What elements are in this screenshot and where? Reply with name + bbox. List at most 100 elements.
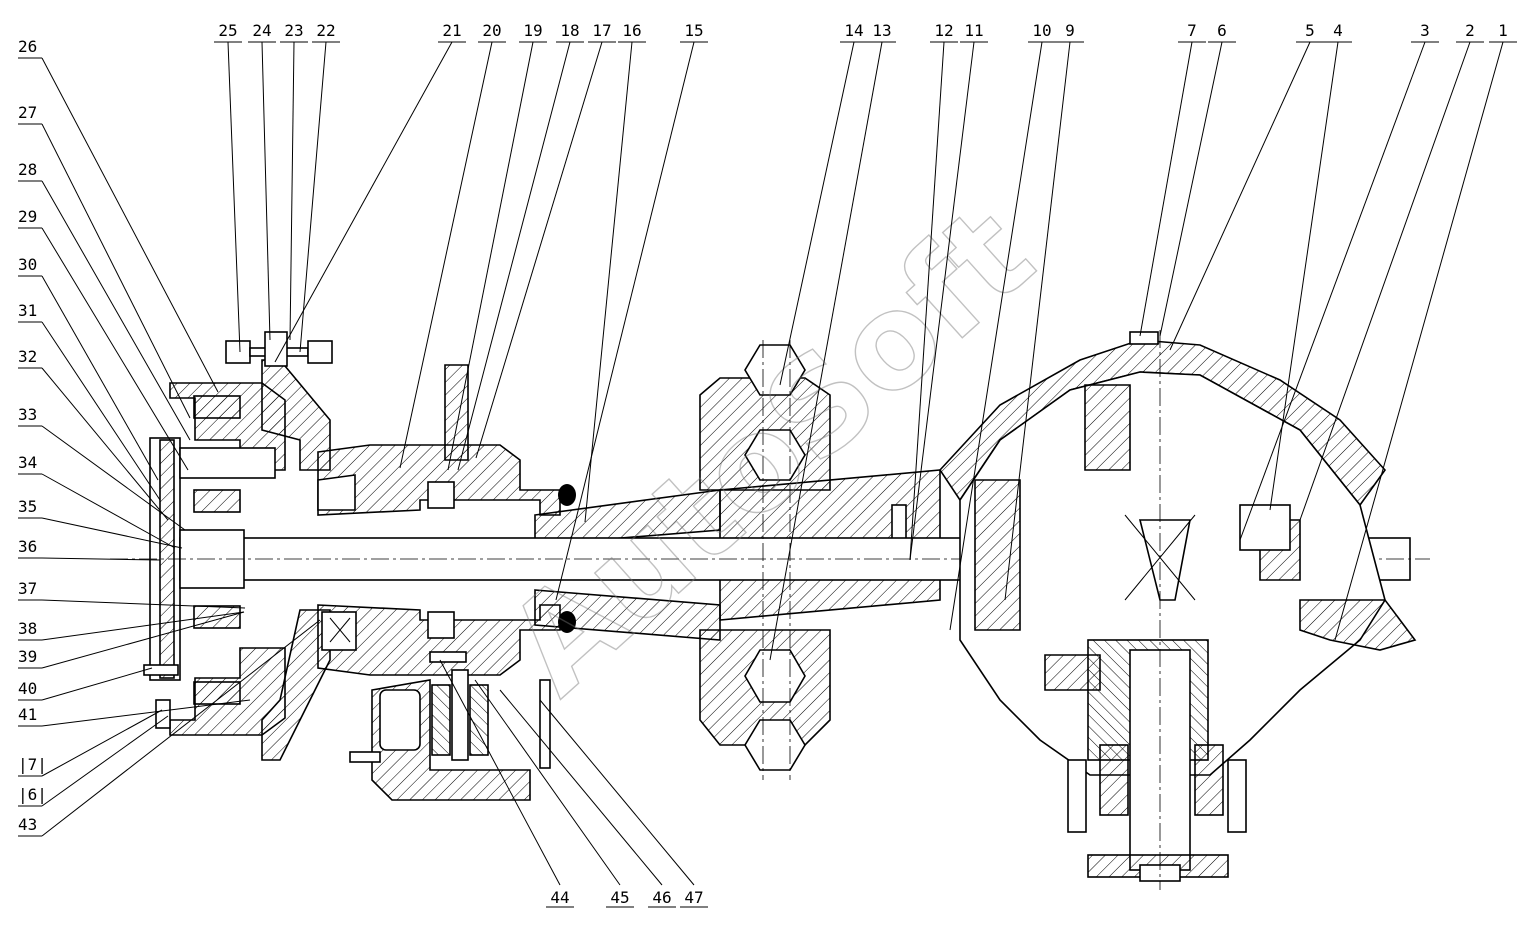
leader-line bbox=[779, 41, 855, 386]
brake-section bbox=[349, 651, 551, 801]
leader-line bbox=[399, 41, 493, 469]
callout-label-19: 19 bbox=[523, 21, 542, 40]
leader-line bbox=[41, 517, 183, 549]
callout-label-23: 23 bbox=[284, 21, 303, 40]
leader-line bbox=[555, 41, 695, 601]
callout-label-2: 2 bbox=[1465, 21, 1475, 40]
leader-line bbox=[41, 667, 153, 701]
callout-label-32: 32 bbox=[18, 347, 37, 366]
leader-line bbox=[261, 41, 271, 341]
callout-label-6: 6 bbox=[1217, 21, 1227, 40]
callout-label-4: 4 bbox=[1333, 21, 1343, 40]
leader-line bbox=[41, 557, 161, 561]
callout-label-6: |6| bbox=[18, 785, 47, 804]
callout-label-22: 22 bbox=[316, 21, 335, 40]
callout-label-26: 26 bbox=[18, 37, 37, 56]
callout-label-33: 33 bbox=[18, 405, 37, 424]
leader-line bbox=[539, 699, 695, 886]
callout-label-36: 36 bbox=[18, 537, 37, 556]
leader-line bbox=[41, 473, 176, 549]
leader-line bbox=[41, 619, 321, 837]
callout-label-28: 28 bbox=[18, 160, 37, 179]
leader-line bbox=[474, 679, 621, 886]
callout-label-12: 12 bbox=[934, 21, 953, 40]
leader-line bbox=[909, 41, 945, 561]
leader-line bbox=[41, 123, 191, 419]
leader-line bbox=[41, 611, 245, 669]
leader-line bbox=[1334, 41, 1504, 641]
axle-housing-left bbox=[317, 364, 721, 676]
leader-line bbox=[274, 41, 453, 363]
leader-line bbox=[1169, 41, 1311, 351]
callout-label-17: 17 bbox=[592, 21, 611, 40]
callout-label-18: 18 bbox=[560, 21, 579, 40]
callout-label-3: 3 bbox=[1420, 21, 1430, 40]
leader-line bbox=[1139, 41, 1193, 337]
leader-line bbox=[41, 227, 189, 471]
leader-line bbox=[41, 57, 219, 393]
leader-line bbox=[1159, 41, 1223, 337]
callout-label-7: |7| bbox=[18, 755, 47, 774]
callout-label-34: 34 bbox=[18, 453, 37, 472]
callout-label-25: 25 bbox=[218, 21, 237, 40]
differential-housing bbox=[938, 330, 1417, 890]
leader-line bbox=[299, 41, 327, 353]
leader-line bbox=[41, 180, 191, 441]
leader-line bbox=[1004, 41, 1071, 601]
callout-label-15: 15 bbox=[684, 21, 703, 40]
callout-label-9: 9 bbox=[1065, 21, 1075, 40]
callout-label-35: 35 bbox=[18, 497, 37, 516]
callout-label-45: 45 bbox=[610, 888, 629, 907]
leader-line bbox=[227, 41, 241, 353]
callout-label-38: 38 bbox=[18, 619, 37, 638]
callout-label-43: 43 bbox=[18, 815, 37, 834]
leader-line bbox=[289, 41, 295, 341]
callout-label-39: 39 bbox=[18, 647, 37, 666]
callout-label-41: 41 bbox=[18, 705, 37, 724]
leader-line bbox=[41, 709, 163, 777]
leader-line bbox=[584, 41, 633, 523]
leader-line bbox=[1269, 41, 1339, 511]
callout-label-13: 13 bbox=[872, 21, 891, 40]
callout-label-46: 46 bbox=[652, 888, 671, 907]
callout-label-27: 27 bbox=[18, 103, 37, 122]
callout-label-11: 11 bbox=[964, 21, 983, 40]
leader-line bbox=[41, 321, 161, 501]
leader-line bbox=[1239, 41, 1426, 541]
leader-line bbox=[949, 41, 1043, 631]
leader-line bbox=[41, 367, 169, 521]
leader-line bbox=[41, 699, 251, 727]
callout-label-24: 24 bbox=[252, 21, 271, 40]
callout-label-5: 5 bbox=[1305, 21, 1315, 40]
callout-label-44: 44 bbox=[550, 888, 569, 907]
leader-line bbox=[41, 715, 169, 807]
callout-label-21: 21 bbox=[442, 21, 461, 40]
callout-label-30: 30 bbox=[18, 255, 37, 274]
leader-line bbox=[41, 275, 159, 481]
drawing-geometry bbox=[110, 330, 1430, 890]
leader-line bbox=[1299, 41, 1471, 521]
callout-label-14: 14 bbox=[844, 21, 863, 40]
callout-label-31: 31 bbox=[18, 301, 37, 320]
leader-line bbox=[41, 611, 245, 641]
callout-label-40: 40 bbox=[18, 679, 37, 698]
callout-label-20: 20 bbox=[482, 21, 501, 40]
callout-label-16: 16 bbox=[622, 21, 641, 40]
callout-label-37: 37 bbox=[18, 579, 37, 598]
leader-line bbox=[499, 689, 663, 886]
leader-line bbox=[439, 659, 561, 886]
callout-label-47: 47 bbox=[684, 888, 703, 907]
leader-line bbox=[41, 425, 186, 531]
callout-label-7: 7 bbox=[1187, 21, 1197, 40]
leader-line bbox=[475, 41, 603, 459]
callout-label-29: 29 bbox=[18, 207, 37, 226]
leader-line bbox=[447, 41, 534, 471]
leader-line bbox=[41, 599, 246, 609]
leader-line bbox=[769, 41, 883, 661]
leader-line bbox=[457, 41, 571, 471]
callout-label-10: 10 bbox=[1032, 21, 1051, 40]
leader-line bbox=[909, 41, 975, 561]
callout-label-1: 1 bbox=[1498, 21, 1508, 40]
